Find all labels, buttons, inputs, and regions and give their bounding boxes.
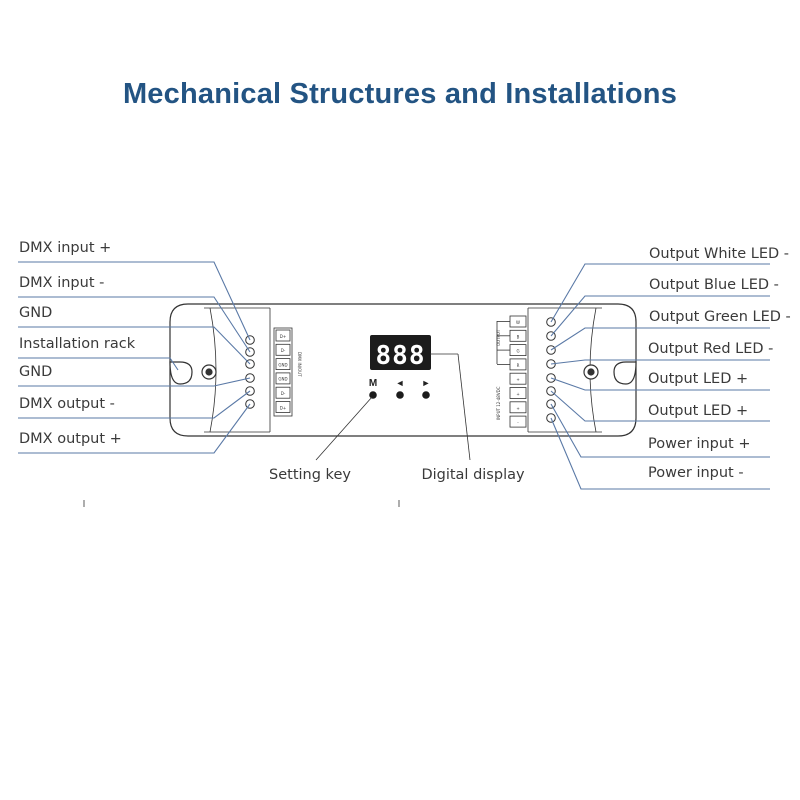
left-callout-label: DMX output - — [19, 396, 115, 412]
right-terminal-label: + — [516, 377, 519, 382]
key-right-label: ► — [422, 378, 431, 388]
left-terminal-cell — [275, 372, 291, 385]
left-terminal-cell — [275, 329, 291, 342]
left-terminal-cell — [275, 343, 291, 356]
left-leader-line — [18, 261, 251, 341]
right-leader-line — [550, 327, 770, 351]
left-terminal-cell — [275, 401, 291, 413]
left-block-label: DMX IN/OUT — [297, 352, 302, 377]
right-terminal-label: G — [516, 349, 519, 354]
setting-key-label: Setting key — [269, 467, 351, 483]
left-callout-label: GND — [19, 364, 52, 380]
right-terminal-label: R — [517, 363, 520, 368]
key-mode-label: M — [369, 378, 377, 389]
left-terminal-label: D+ — [280, 334, 286, 339]
right-leader-line — [550, 390, 770, 422]
left-leader-line — [18, 390, 251, 419]
left-terminal-label: D+ — [280, 405, 286, 410]
right-callout-label: Output Green LED - — [649, 309, 791, 325]
right-callout-label: Power input + — [648, 436, 751, 452]
setting-key-pointer — [315, 396, 373, 461]
display-digits: 888 — [376, 341, 426, 371]
key-mode-button[interactable] — [369, 391, 377, 399]
right-callouts: Output White LED - Output Blue LED - Outpu… — [550, 246, 791, 490]
right-callout-label: Power input - — [648, 465, 744, 481]
right-leader-line — [550, 403, 770, 458]
setting-keys: M ◄ ► — [369, 378, 431, 399]
left-terminal-label: GND — [278, 362, 287, 367]
right-terminal-label: B — [517, 334, 520, 339]
key-right-button[interactable] — [422, 391, 430, 399]
right-callout-label: Output White LED - — [649, 246, 789, 262]
right-leader-line — [550, 417, 770, 490]
right-terminal-cell — [509, 401, 527, 414]
output-block-label: OUTPUT — [496, 329, 501, 346]
left-terminal-cell — [275, 358, 291, 371]
left-leader-line — [18, 377, 251, 387]
left-leader-line — [18, 296, 251, 353]
left-callout-label: DMX input - — [19, 275, 104, 291]
digital-display: 888 — [370, 335, 431, 371]
left-callout-label: GND — [19, 305, 52, 321]
left-leader-line — [18, 326, 251, 365]
right-terminal-label: + — [516, 392, 519, 397]
right-terminal-label: W — [516, 320, 520, 325]
right-terminal-cell — [509, 387, 527, 399]
left-callout-label: Installation rack — [19, 336, 136, 352]
right-leader-line — [550, 295, 770, 337]
key-left-label: ◄ — [396, 378, 405, 388]
left-terminal-label: GND — [278, 377, 287, 382]
digital-display-label: Digital display — [421, 467, 525, 483]
left-callout-label: DMX output + — [19, 431, 122, 447]
right-callout-label: Output LED + — [648, 403, 748, 419]
right-callout-label: Output Red LED - — [648, 341, 773, 357]
left-terminal-cell — [275, 386, 291, 399]
right-terminal-cell — [509, 415, 527, 428]
left-terminal-label: D- — [281, 348, 286, 353]
right-leader-line — [550, 377, 770, 391]
left-callouts: DMX input + DMX input - GND Installation ra… — [18, 240, 251, 454]
right-terminal-label: + — [516, 406, 519, 411]
input-block-label: INPUT 12-48VDC — [496, 386, 501, 420]
right-terminal-cell — [509, 372, 527, 385]
right-leader-line — [550, 359, 770, 365]
page-title: Mechanical Structures and Installations — [122, 78, 678, 110]
key-left-button[interactable] — [396, 391, 404, 399]
right-terminal-label: - — [517, 420, 519, 425]
right-callout-label: Output Blue LED - — [649, 277, 779, 293]
left-callout-label: DMX input + — [19, 240, 111, 256]
left-leader-line — [18, 403, 251, 454]
left-leader-line — [18, 357, 179, 371]
right-callout-label: Output LED + — [648, 371, 748, 387]
left-terminal-label: D- — [281, 391, 286, 396]
right-leader-line — [550, 263, 770, 323]
